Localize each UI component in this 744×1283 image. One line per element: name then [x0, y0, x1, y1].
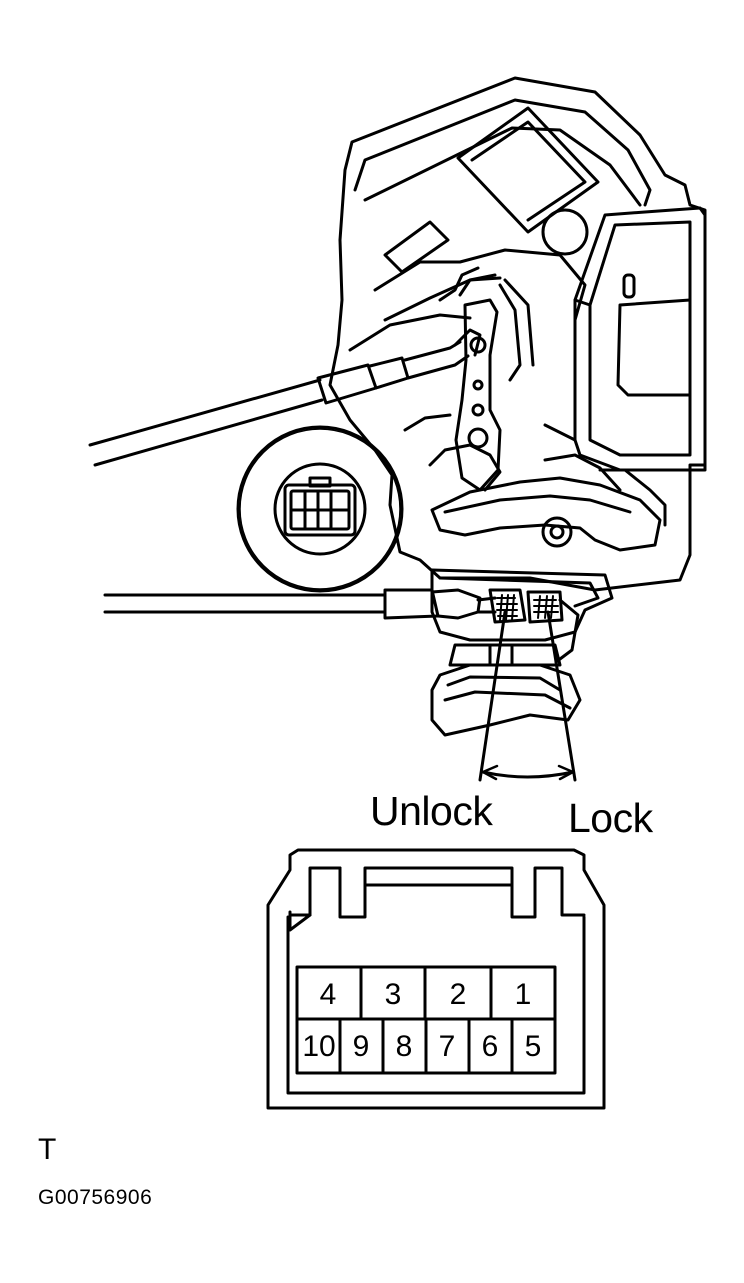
- upper-cable: [88, 328, 482, 467]
- lock-label: Lock: [568, 795, 653, 841]
- travel-indicator: [478, 610, 577, 782]
- lower-arm: [403, 413, 667, 552]
- pin-label-7: 7: [438, 1030, 456, 1063]
- view-letter: T: [38, 1133, 57, 1166]
- pin-label-6: 6: [481, 1030, 499, 1063]
- lower-guard: [430, 643, 582, 737]
- lock-terminal: [533, 595, 559, 619]
- pin-label-4: 4: [319, 978, 337, 1011]
- pin-label-10: 10: [302, 1030, 336, 1063]
- unlock-label: Unlock: [370, 788, 493, 834]
- pin-label-1: 1: [514, 978, 532, 1011]
- right-bracket: [543, 206, 707, 472]
- pin-label-8: 8: [395, 1030, 413, 1063]
- unlock-terminal: [496, 594, 518, 621]
- pin-label-2: 2: [449, 978, 467, 1011]
- round-connector-socket: [236, 425, 404, 593]
- pin-label-5: 5: [524, 1030, 542, 1063]
- lower-cable: [103, 588, 497, 620]
- pin-label-9: 9: [352, 1030, 370, 1063]
- pin-label-3: 3: [384, 978, 402, 1011]
- figure-code: G00756906: [38, 1186, 153, 1209]
- connector-face: [266, 848, 606, 1110]
- lock-lever: [438, 266, 535, 492]
- lock-switch: [430, 568, 614, 664]
